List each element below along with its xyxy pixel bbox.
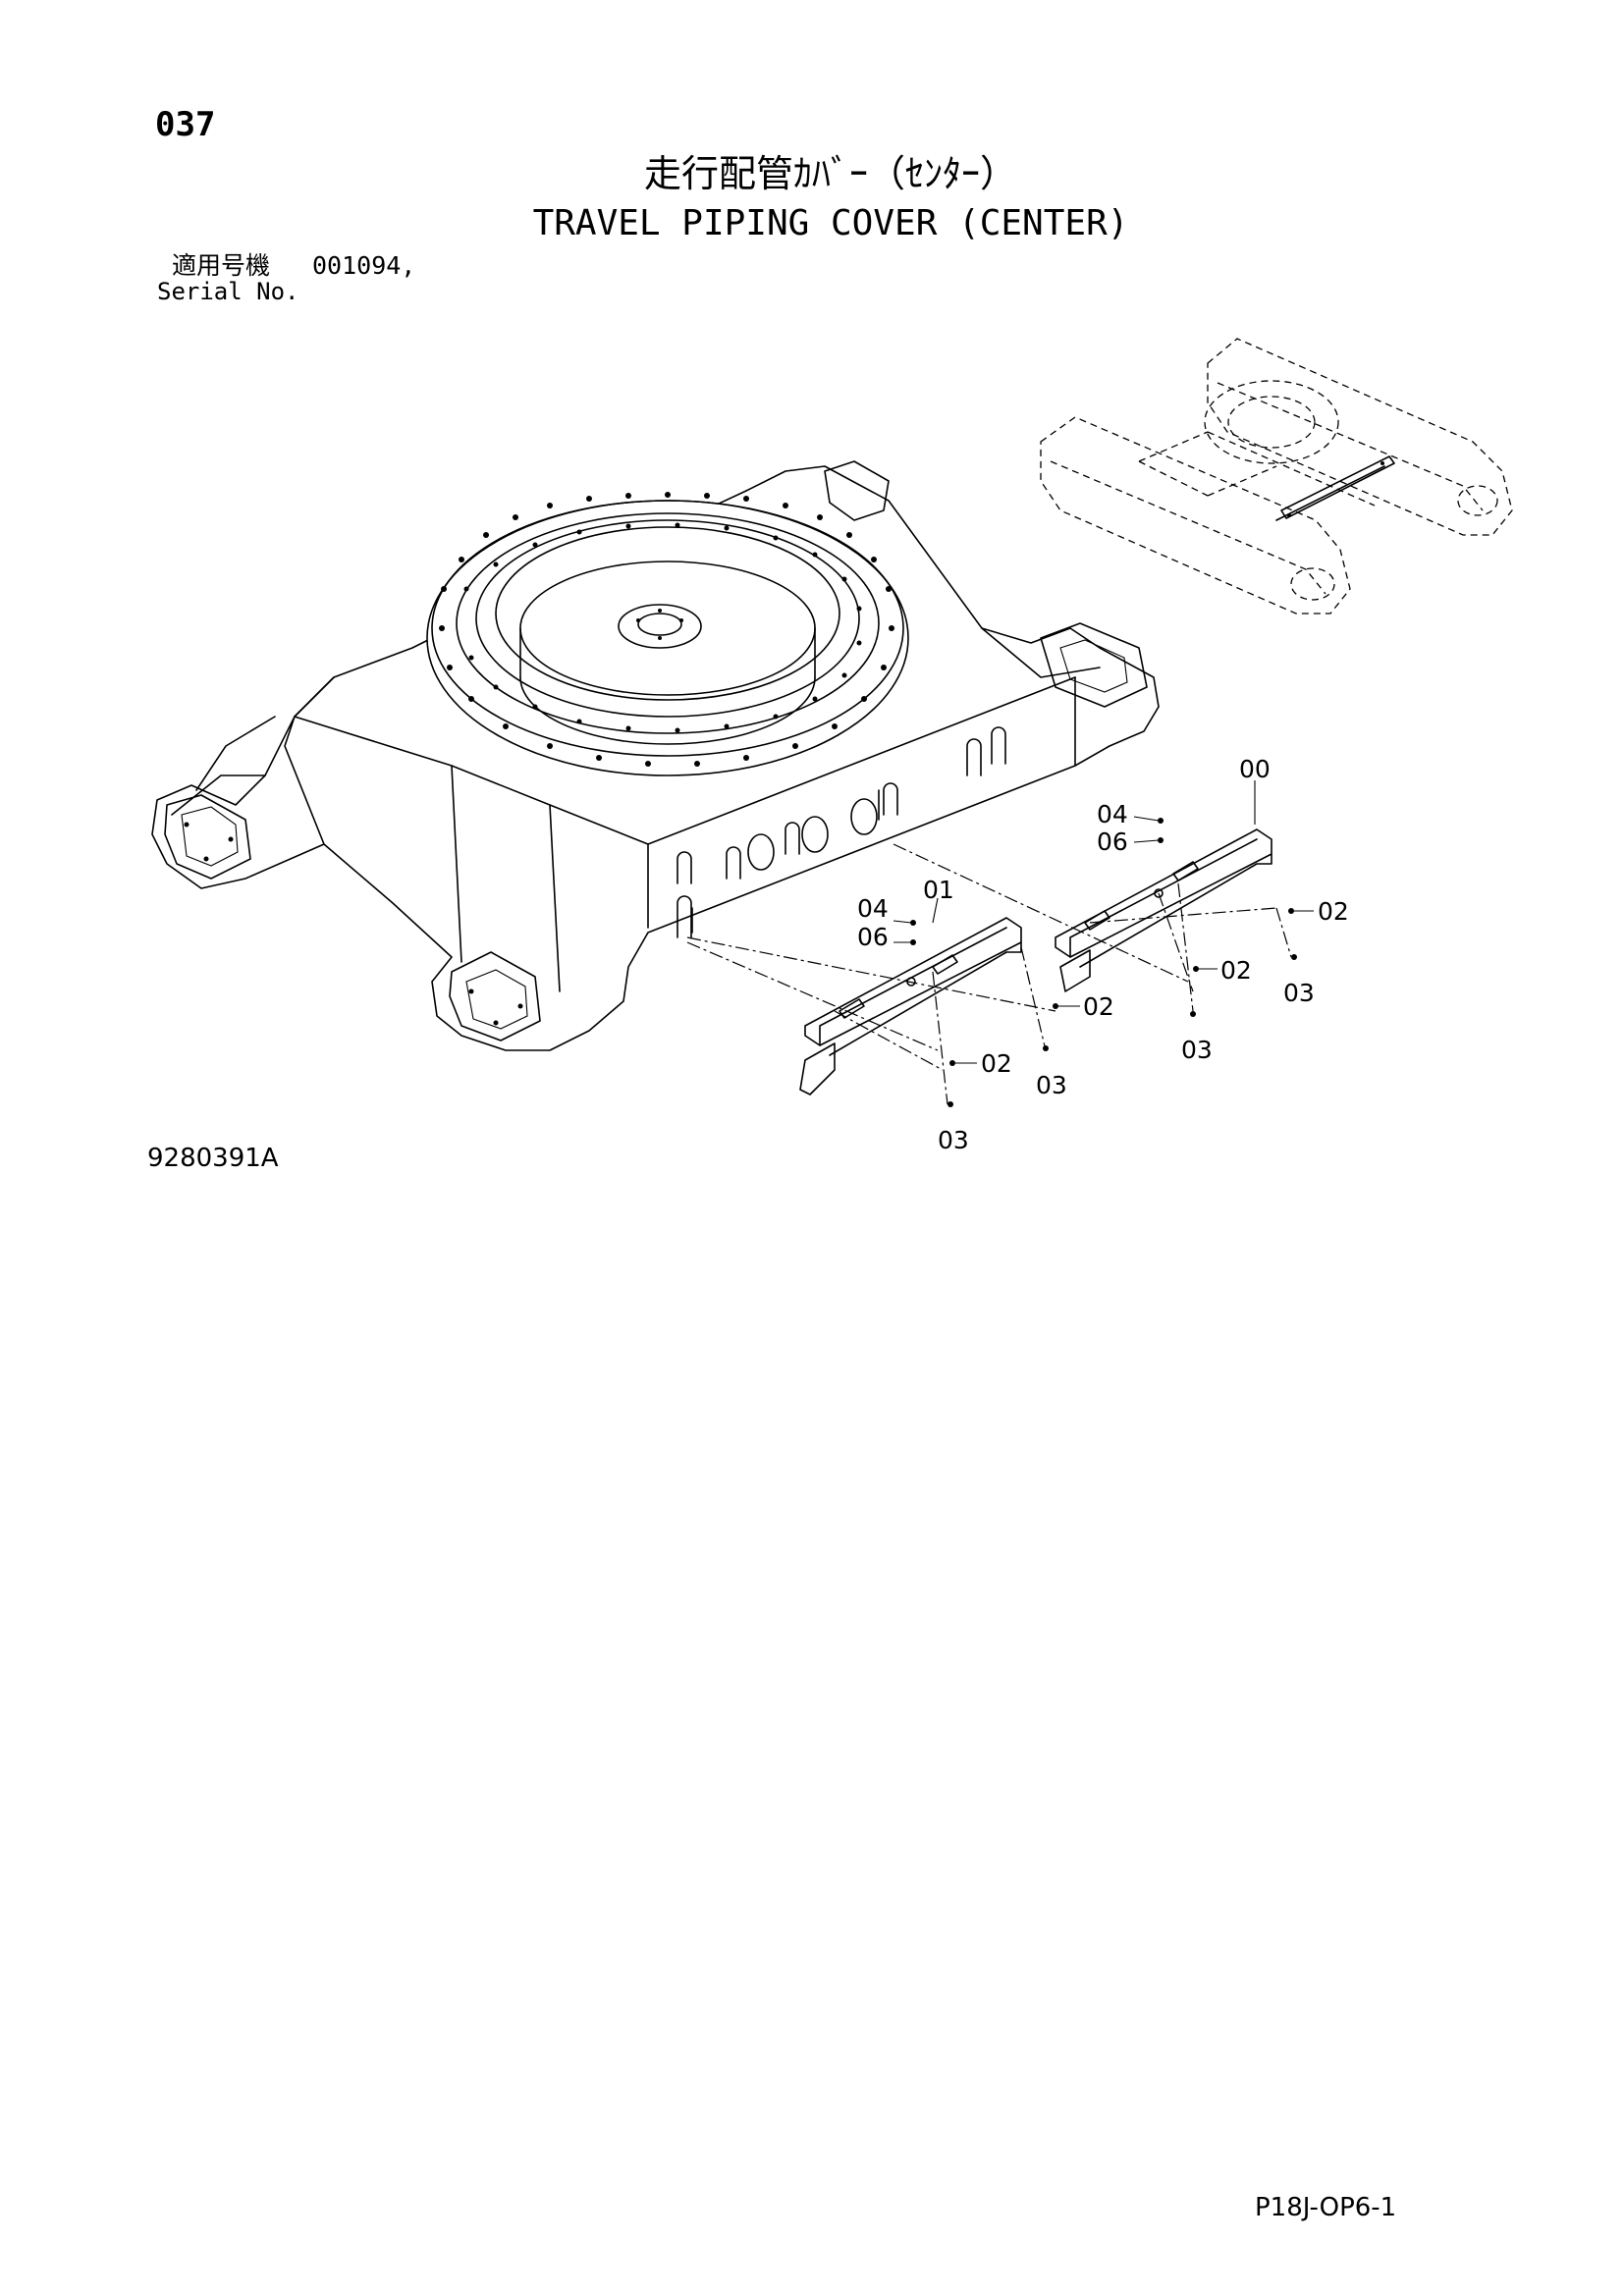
callout-bolt-right-3: 02 (1083, 992, 1114, 1021)
callout-bolt-right-2: 02 (1220, 956, 1252, 985)
callout-bolt-small-left: 04 (857, 894, 889, 923)
callout-washer-right-1: 03 (1283, 979, 1315, 1007)
callout-washer-small-left: 06 (857, 923, 889, 951)
callout-washer-left-2: 03 (938, 1126, 969, 1154)
center-frame-assembly (151, 460, 1160, 1051)
serial-number-value: 001094, (312, 251, 416, 280)
travel-piping-cover-left (799, 917, 1022, 1095)
callout-cover-right: 00 (1239, 755, 1271, 783)
title-japanese: 走行配管ｶﾊﾞｰ（ｾﾝﾀｰ） (643, 152, 1017, 195)
callout-washer-left-1: 03 (1036, 1071, 1067, 1099)
serial-label-japanese: 適用号機 (172, 251, 271, 280)
travel-piping-cover-right (1055, 828, 1272, 992)
assembly-lines (686, 843, 1292, 1105)
inset-undercarriage-overview (1040, 338, 1513, 614)
callout-cover-left: 01 (923, 876, 954, 904)
callout-bolt-small-right: 04 (1097, 800, 1128, 828)
callout-leaders (893, 780, 1314, 1107)
page-code: P18J-OP6-1 (1255, 2193, 1397, 2222)
title-english: TRAVEL PIPING COVER (CENTER) (532, 203, 1129, 243)
callout-labels: 00 04 06 02 02 03 02 03 01 04 06 02 03 0… (857, 755, 1349, 1154)
figure-number: 9280391A (147, 1144, 279, 1173)
page-number: 037 (155, 105, 216, 144)
serial-label-english: Serial No. (157, 278, 299, 305)
callout-washer-small-right: 06 (1097, 828, 1128, 856)
callout-washer-right-2: 03 (1181, 1036, 1213, 1064)
callout-bolt-left: 02 (981, 1049, 1012, 1078)
callout-bolt-right-1: 02 (1318, 897, 1349, 926)
